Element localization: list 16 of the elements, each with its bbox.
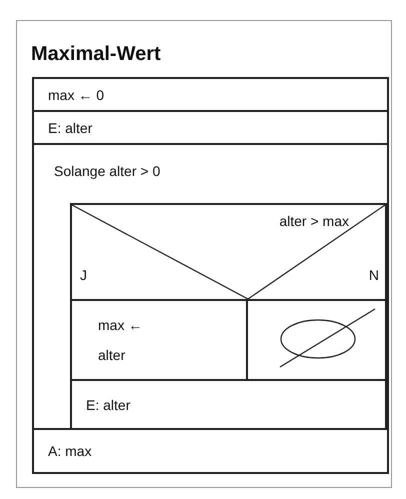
branch-label: J (80, 267, 87, 283)
frame-heading: Maximal-Wert (31, 43, 161, 66)
structogram-frame (16, 20, 392, 488)
statement-block (32, 77, 389, 112)
statement-block (32, 110, 389, 145)
branch-label: N (368, 267, 379, 283)
statement-text: E: alter (86, 397, 130, 413)
statement-text: E: alter (48, 120, 92, 136)
statement-text: A: max (48, 443, 92, 459)
loop-block (32, 143, 389, 430)
statement-block (32, 428, 389, 474)
statement-block (70, 379, 387, 431)
statement-text: max ← alter (98, 316, 144, 365)
decision-condition: alter > max (279, 213, 349, 229)
statement-text: max ← 0 (48, 86, 104, 102)
loop-condition: Solange alter > 0 (54, 163, 160, 179)
